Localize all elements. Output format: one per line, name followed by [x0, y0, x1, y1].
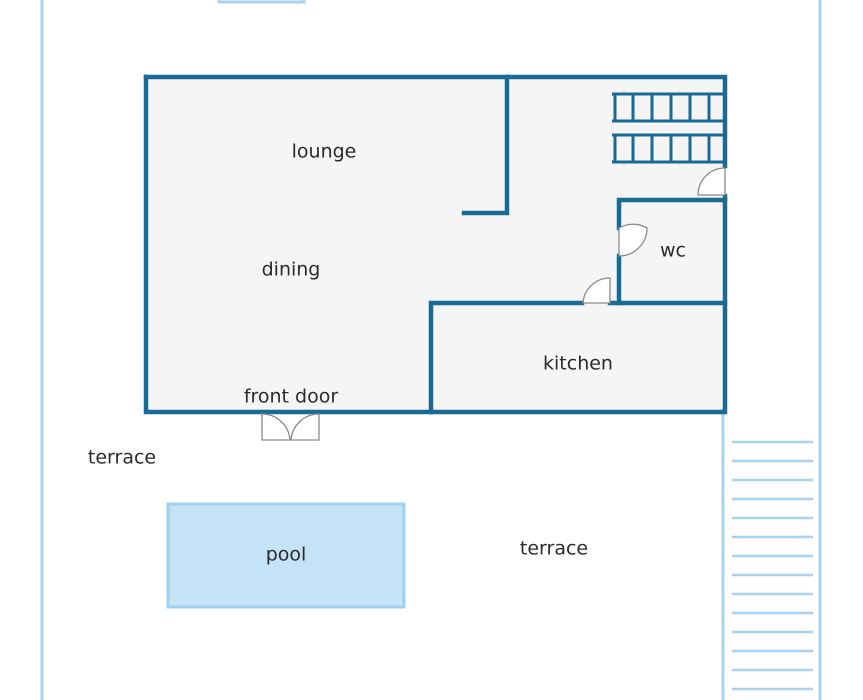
doors	[261, 167, 726, 441]
external-stairs	[732, 440, 813, 691]
wall-lounge-partition	[461, 74, 510, 216]
wc-door-icon	[618, 223, 648, 257]
label-terrace-left: terrace	[88, 447, 156, 469]
room-label-kitchen: kitchen	[543, 353, 613, 375]
stair-door-icon	[697, 167, 726, 196]
wall-wc-top	[616, 197, 728, 231]
room-label-dining: dining	[262, 259, 321, 281]
wall-top-right	[143, 74, 728, 169]
label-front-door: front door	[244, 386, 339, 408]
internal-stairs	[612, 92, 723, 164]
room-label-wc: wc	[660, 240, 686, 262]
label-pool: pool	[266, 544, 307, 566]
kitchen-door-icon	[582, 277, 611, 304]
walls	[143, 74, 728, 415]
site-boundary	[40, 0, 822, 700]
top-structure-edge	[217, 0, 306, 4]
label-terrace-right: terrace	[520, 538, 588, 560]
room-label-lounge: lounge	[292, 141, 357, 163]
wall-kitchen-left	[428, 300, 585, 415]
front-door-right-leaf-icon	[290, 413, 320, 441]
pool	[166, 502, 406, 609]
front-door-left-leaf-icon	[261, 413, 291, 441]
